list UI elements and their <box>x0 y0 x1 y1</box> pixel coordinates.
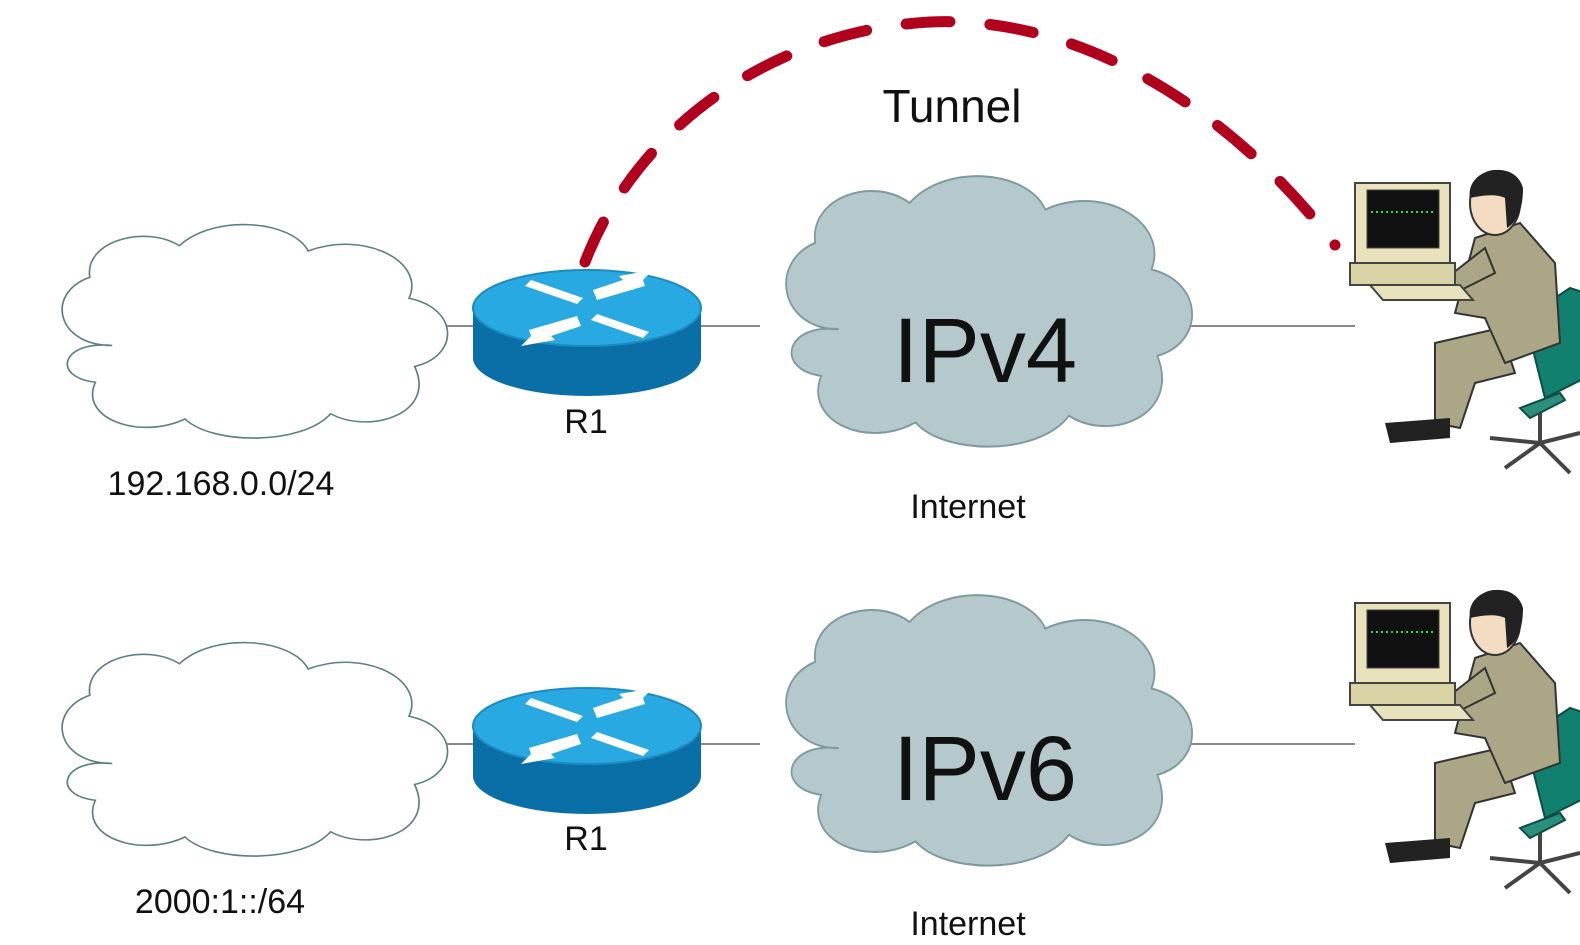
lan-subnet-label: 192.168.0.0/24 <box>108 465 335 503</box>
tunnel-path <box>579 16 1341 268</box>
internet-label: Internet <box>910 905 1026 943</box>
user-workstation-icon <box>1348 167 1580 476</box>
tunnel-label: Tunnel <box>883 80 1022 132</box>
bottom-row: 2000:1::/64 R1 IPv6 Internet <box>61 587 1580 943</box>
router-label: R1 <box>564 403 607 441</box>
user-workstation-icon <box>1348 587 1580 895</box>
router-label: R1 <box>564 820 607 858</box>
lan-cloud-icon <box>61 223 449 439</box>
internet-label: Internet <box>910 488 1026 526</box>
lan-cloud-icon <box>61 641 449 857</box>
lan-subnet-label: 2000:1::/64 <box>135 883 305 921</box>
cloud-protocol-label: IPv4 <box>893 300 1077 402</box>
router-icon <box>472 687 702 815</box>
cloud-protocol-label: IPv6 <box>893 718 1077 820</box>
router-icon <box>472 269 702 397</box>
top-row: 192.168.0.0/24 R1 IPv4 Internet Tunnel <box>61 16 1580 526</box>
